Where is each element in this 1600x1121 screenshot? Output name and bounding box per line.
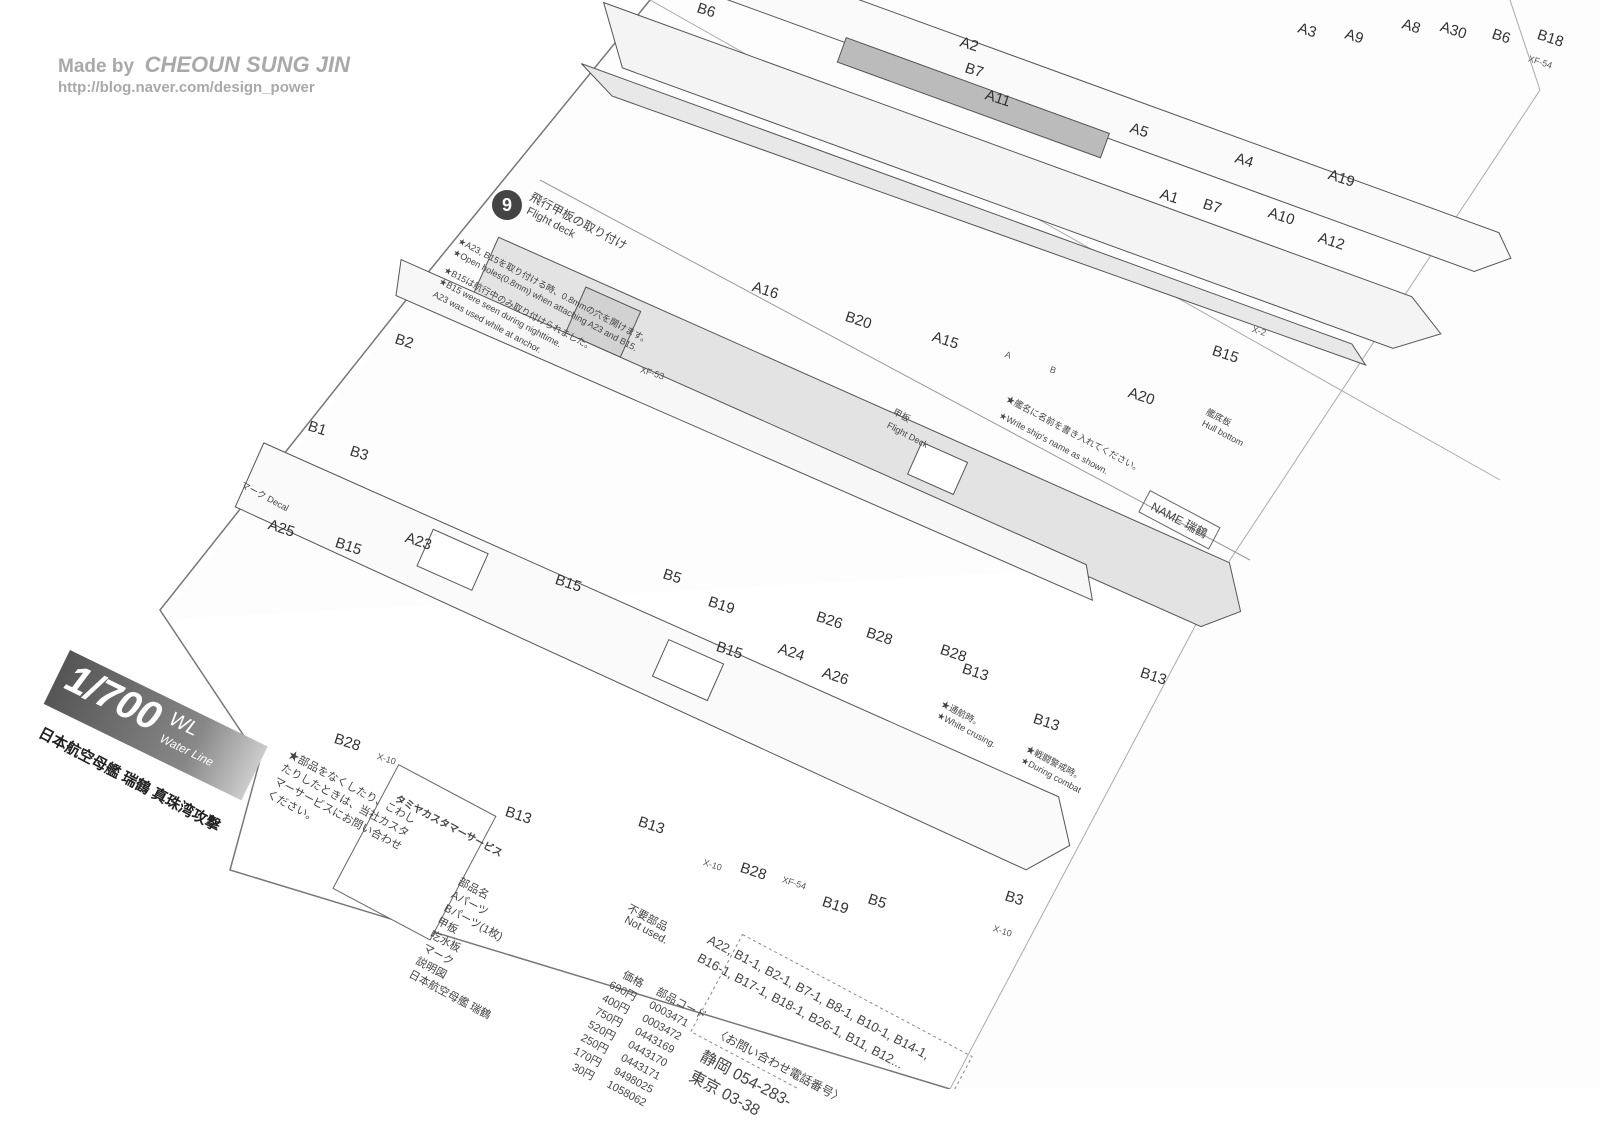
customer-service-box xyxy=(332,764,497,941)
step-number-badge: 9 xyxy=(492,190,522,220)
lower-ship-drawing xyxy=(234,442,1071,871)
divider-line xyxy=(949,559,1231,1089)
watermark-author: Made by CHEOUN SUNG JIN xyxy=(58,52,350,78)
divider-line xyxy=(1509,0,1541,91)
watermark-name: CHEOUN SUNG JIN xyxy=(144,52,350,77)
contact-box xyxy=(690,933,973,1089)
divider-line xyxy=(539,179,1251,561)
watermark-prefix: Made by xyxy=(58,56,135,77)
paper-edge xyxy=(159,0,951,1089)
watermark-url: http://blog.naver.com/design_power xyxy=(58,79,315,96)
instruction-sheet-artwork xyxy=(159,0,1541,1089)
hull-drawing xyxy=(581,0,1512,366)
flight-deck-drawing xyxy=(395,236,1242,628)
